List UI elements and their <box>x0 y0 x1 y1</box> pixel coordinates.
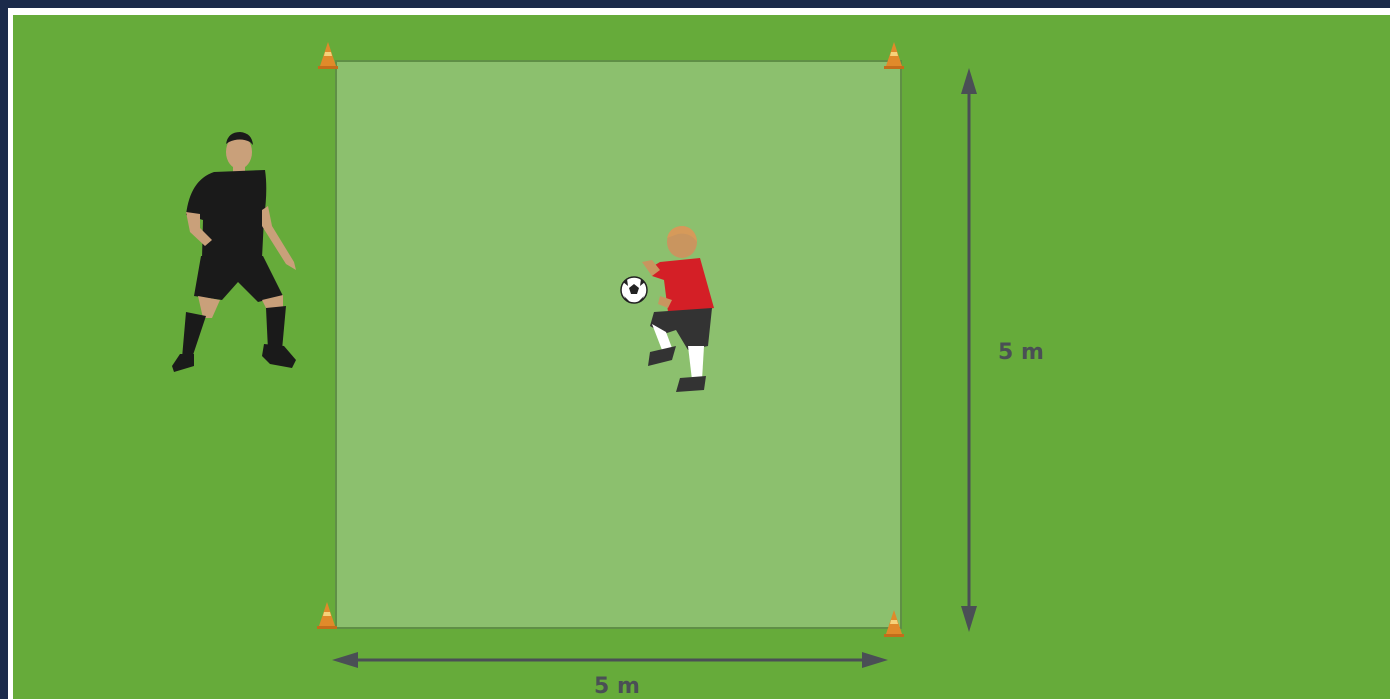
cone-top-left <box>318 42 338 69</box>
width-dimension-label: 5 m <box>594 674 640 699</box>
soccer-ball-icon <box>621 277 647 303</box>
cone-top-right <box>884 42 904 69</box>
width-dimension-arrow <box>332 652 888 668</box>
height-dimension-label: 5 m <box>998 340 1044 365</box>
coach-silhouette-icon <box>172 132 296 372</box>
height-dimension-arrow <box>961 68 977 632</box>
training-square <box>336 61 901 628</box>
cone-bottom-left <box>317 602 337 629</box>
